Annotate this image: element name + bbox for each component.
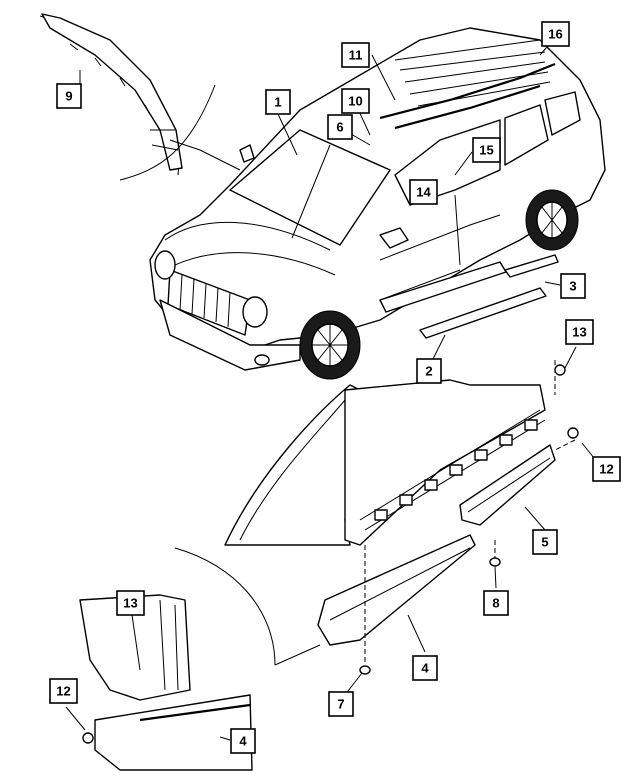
callout-10: 10 xyxy=(341,88,370,114)
callout-5: 5 xyxy=(532,529,558,555)
svg-text:10: 10 xyxy=(348,94,362,109)
callout-8: 8 xyxy=(483,590,509,616)
callout-7: 7 xyxy=(328,691,354,717)
callout-16: 16 xyxy=(541,21,570,47)
callout-15: 15 xyxy=(472,137,501,163)
svg-text:7: 7 xyxy=(337,697,344,712)
callout-13-detail: 13 xyxy=(116,590,145,616)
retainer-clips xyxy=(374,419,538,521)
svg-text:9: 9 xyxy=(65,89,72,104)
svg-text:6: 6 xyxy=(336,120,343,135)
callout-4-lower: 4 xyxy=(412,655,438,681)
callout-13-right: 13 xyxy=(565,319,594,345)
svg-text:3: 3 xyxy=(569,279,576,294)
callout-9: 9 xyxy=(56,83,82,109)
callout-11: 11 xyxy=(341,42,370,68)
callout-14: 14 xyxy=(409,179,438,205)
svg-text:4: 4 xyxy=(239,734,247,749)
svg-text:15: 15 xyxy=(479,143,493,158)
exploded-sill-assembly xyxy=(224,360,579,675)
callout-4-detail: 4 xyxy=(230,728,256,754)
svg-text:2: 2 xyxy=(425,364,432,379)
svg-text:5: 5 xyxy=(541,535,548,550)
callout-2: 2 xyxy=(416,358,442,384)
svg-text:11: 11 xyxy=(349,48,363,63)
callout-6: 6 xyxy=(327,114,353,140)
vehicle-overview xyxy=(149,27,606,380)
svg-text:14: 14 xyxy=(416,185,431,200)
svg-text:8: 8 xyxy=(492,596,499,611)
svg-text:12: 12 xyxy=(599,462,613,477)
callout-12-detail: 12 xyxy=(49,678,78,704)
windshield-molding-detail xyxy=(39,13,241,181)
svg-text:4: 4 xyxy=(421,661,429,676)
callout-1: 1 xyxy=(265,89,291,115)
svg-text:1: 1 xyxy=(274,95,281,110)
sill-detail-circle xyxy=(79,547,321,771)
svg-text:16: 16 xyxy=(548,27,562,42)
callout-12-right: 12 xyxy=(592,456,621,482)
svg-text:12: 12 xyxy=(56,684,70,699)
svg-text:13: 13 xyxy=(123,596,137,611)
svg-text:13: 13 xyxy=(572,325,586,340)
callout-3: 3 xyxy=(560,273,586,299)
